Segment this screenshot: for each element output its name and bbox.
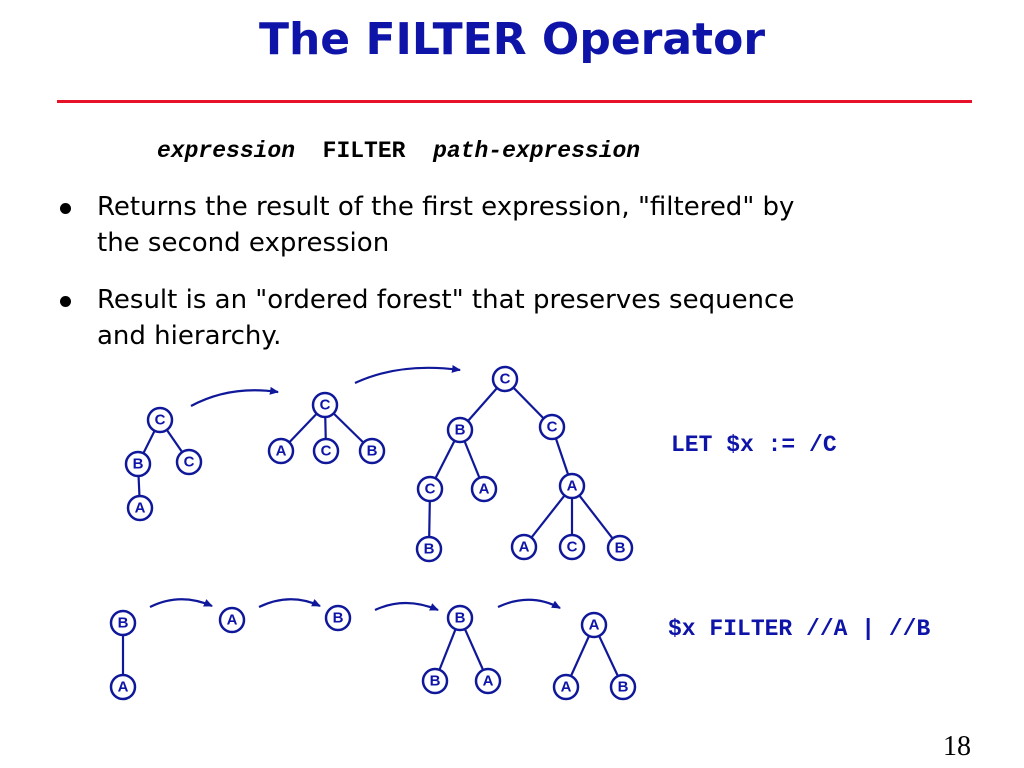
svg-text:A: A [567, 478, 578, 495]
svg-text:C: C [321, 443, 332, 460]
svg-text:C: C [425, 481, 436, 498]
tree-node: B [446, 416, 474, 444]
tree-node: A [470, 475, 498, 503]
svg-text:C: C [500, 371, 511, 388]
bullet-dot-icon [60, 296, 71, 307]
tree-node: A [218, 606, 246, 634]
svg-text:C: C [155, 412, 166, 429]
bullet-dot-icon [60, 203, 71, 214]
tree-node: C [538, 413, 566, 441]
tree-node: B [124, 450, 152, 478]
bullet-2-line-1: Result is an "ordered forest" that prese… [97, 285, 795, 315]
svg-text:A: A [135, 500, 146, 517]
svg-text:B: B [455, 610, 466, 627]
tree-node: B [421, 667, 449, 695]
svg-text:A: A [519, 539, 530, 556]
svg-text:B: B [618, 679, 629, 696]
tree-node: C [311, 391, 339, 419]
tree-node: A [580, 611, 608, 639]
syntax-expression: expression [157, 138, 296, 164]
tree-node: A [474, 667, 502, 695]
tree-node: B [109, 609, 137, 637]
svg-text:C: C [547, 419, 558, 436]
tree-node: B [415, 535, 443, 563]
svg-text:B: B [430, 673, 441, 690]
svg-text:A: A [227, 612, 238, 629]
syntax-filter-keyword: FILTER [322, 138, 406, 164]
tree-node: C [491, 365, 519, 393]
tree-node: A [267, 437, 295, 465]
top-tree-3: C B C C A A B A C B [415, 365, 634, 563]
tree-node: C [416, 475, 444, 503]
bullet-2: Result is an "ordered forest" that prese… [60, 282, 960, 362]
svg-text:A: A [276, 443, 287, 460]
tree-node: B [358, 437, 386, 465]
svg-text:B: B [615, 540, 626, 557]
bullet-2-line-2: and hierarchy. [97, 321, 282, 351]
title-underline [57, 100, 972, 103]
svg-text:C: C [320, 397, 331, 414]
arrow-icon [374, 601, 439, 612]
bullet-1-line-1: Returns the result of the first expressi… [97, 192, 795, 222]
svg-text:B: B [133, 456, 144, 473]
top-tree-2: C A C B [267, 391, 386, 465]
svg-text:C: C [567, 539, 578, 556]
bullet-1-line-2: the second expression [97, 228, 390, 258]
tree-node: B [446, 604, 474, 632]
bullet-1: Returns the result of the first expressi… [60, 189, 960, 269]
arrow-icon [354, 364, 461, 384]
page-number: 18 [943, 731, 971, 762]
arrow-icon [149, 598, 213, 608]
tree-node: A [558, 472, 586, 500]
tree-node: C [558, 533, 586, 561]
filter-statement: $x FILTER //A | //B [668, 616, 931, 642]
svg-text:A: A [483, 673, 494, 690]
svg-text:B: B [424, 541, 435, 558]
svg-text:C: C [184, 454, 195, 471]
tree-node: A [126, 494, 154, 522]
bottom-tree-3: B [324, 604, 352, 632]
bottom-tree-2: A [218, 606, 246, 634]
svg-text:A: A [118, 679, 129, 696]
let-statement: LET $x := /C [671, 432, 837, 458]
svg-text:A: A [479, 481, 490, 498]
arrow-icon [190, 386, 279, 407]
svg-text:A: A [589, 617, 600, 634]
tree-node: B [606, 534, 634, 562]
svg-text:B: B [118, 615, 129, 632]
tree-node: A [510, 533, 538, 561]
syntax-line: expression FILTER path-expression [157, 138, 640, 164]
tree-node: B [609, 673, 637, 701]
svg-text:B: B [367, 443, 378, 460]
arrow-icon [497, 598, 561, 609]
bottom-tree-4: B B A [421, 604, 502, 695]
svg-text:B: B [455, 422, 466, 439]
tree-node: C [312, 437, 340, 465]
slide-title: The FILTER Operator [258, 14, 766, 65]
tree-node: A [109, 673, 137, 701]
arrow-icon [258, 598, 321, 608]
top-tree-1: C B C A [124, 406, 203, 522]
svg-text:B: B [333, 610, 344, 627]
svg-text:A: A [561, 679, 572, 696]
tree-node: C [175, 448, 203, 476]
tree-node: C [146, 406, 174, 434]
bottom-tree-5: A A B [552, 611, 637, 701]
syntax-path-expression: path-expression [433, 138, 641, 164]
tree-node: A [552, 673, 580, 701]
bottom-tree-1: B A [109, 609, 137, 701]
tree-node: B [324, 604, 352, 632]
